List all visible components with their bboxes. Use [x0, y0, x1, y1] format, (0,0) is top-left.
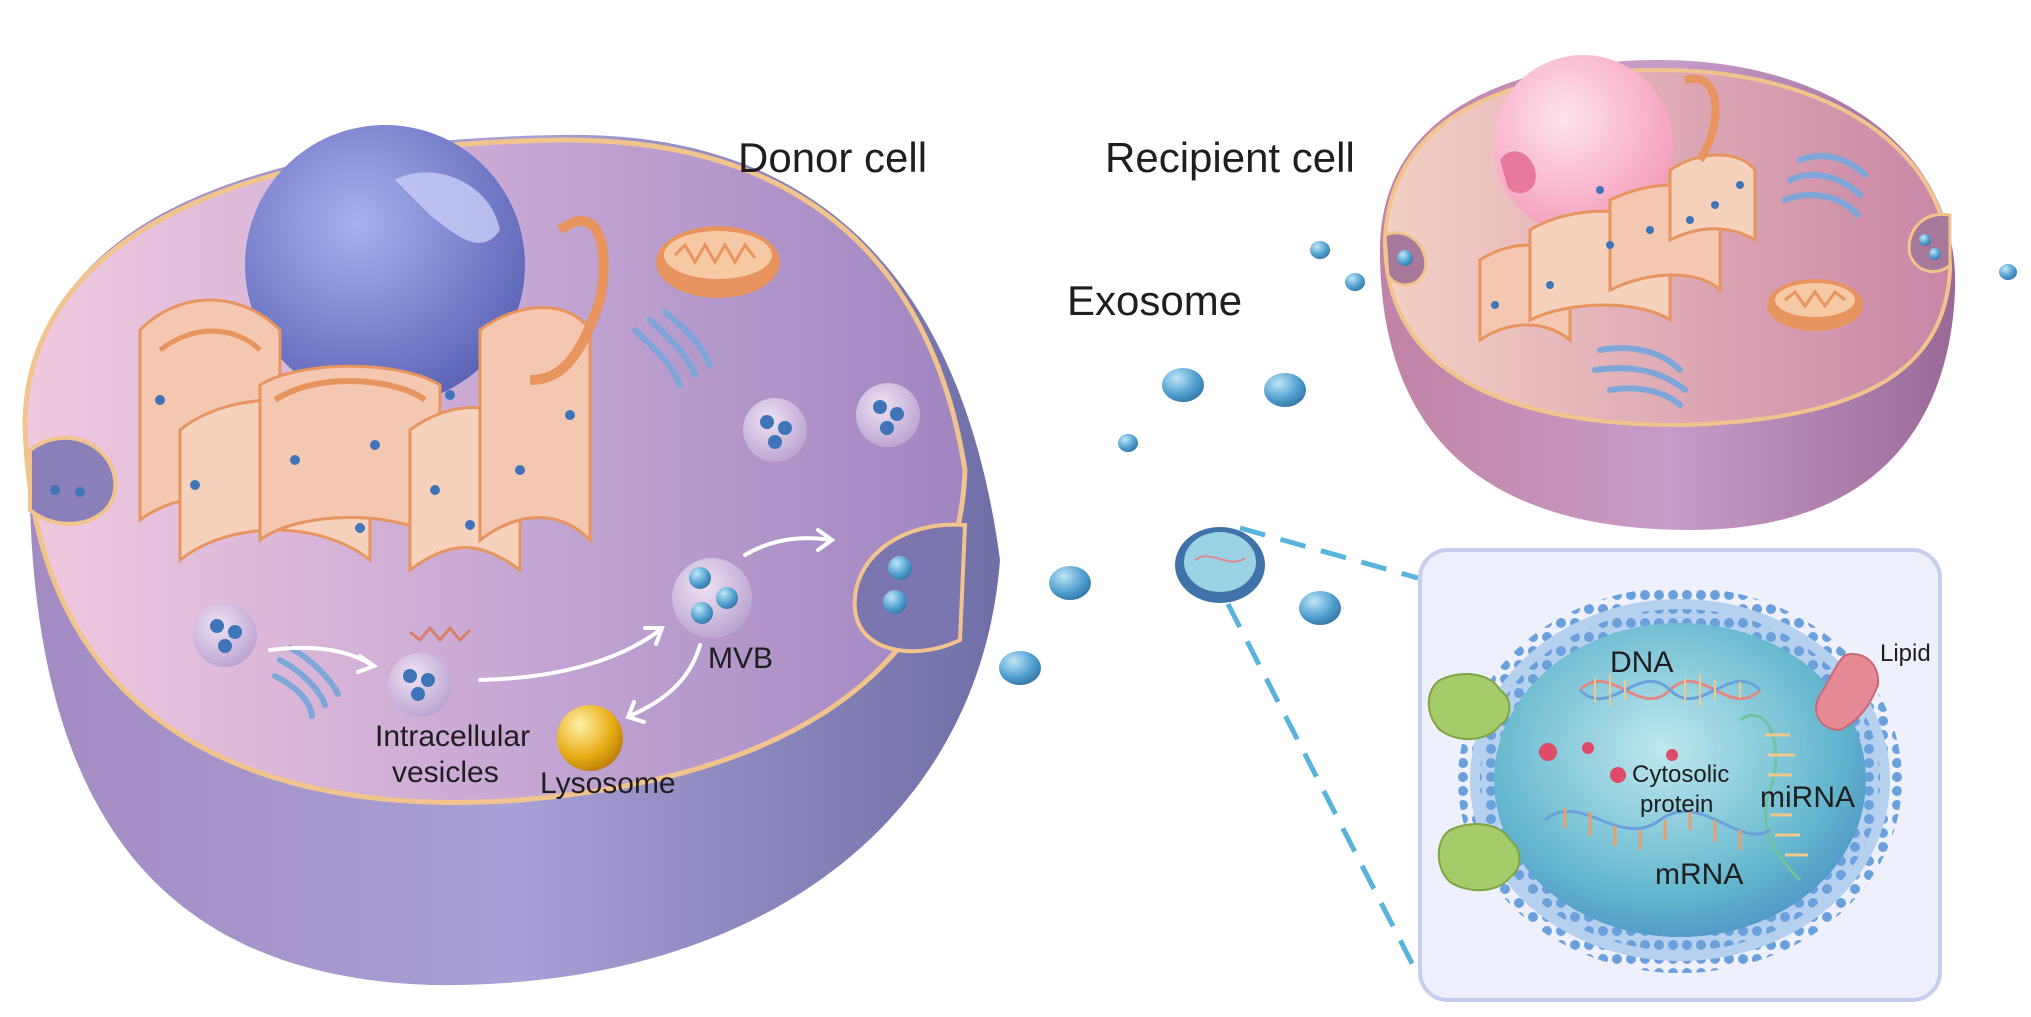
membrane-receptor-top — [1427, 673, 1511, 741]
early-endosome-top-1 — [743, 398, 807, 462]
lysosome-label: Lysosome — [540, 767, 676, 800]
early-endosome-left — [193, 603, 257, 667]
mrna-label: mRNA — [1655, 858, 1743, 891]
exosome-lumen — [1494, 623, 1866, 937]
mirna-strand — [1739, 713, 1808, 882]
mirna-label: miRNA — [1760, 781, 1855, 814]
mvb-label: MVB — [708, 642, 773, 675]
lipid-label: Lipid — [1880, 640, 1931, 667]
recipient-er-stack-bottom — [1592, 345, 1688, 408]
golgi-apparatus — [138, 216, 609, 573]
membrane-pit-left — [28, 435, 118, 526]
donor-cell-label: Donor cell — [738, 134, 927, 181]
er-stack-top — [632, 309, 713, 388]
released-exosomes — [999, 241, 2017, 685]
membrane-receptor-bottom — [1437, 823, 1521, 892]
dna-helix — [1578, 674, 1762, 706]
highlighted-exosome — [1175, 527, 1265, 603]
recipient-cell — [1380, 55, 1956, 530]
er-stack-bottom — [272, 645, 341, 719]
zoom-connector-lines — [1225, 525, 1421, 977]
cytosolic-protein-label-line1: Cytosolic — [1632, 761, 1729, 788]
intracellular-vesicles-label-line2: vesicles — [392, 756, 499, 789]
cytosolic-protein-label-line2: protein — [1640, 791, 1713, 818]
recipient-mitochondrion — [1767, 279, 1863, 331]
donor-cell — [22, 125, 1000, 986]
rna-fragment — [409, 625, 472, 643]
recipient-cell-label: Recipient cell — [1105, 134, 1355, 181]
recipient-golgi — [1478, 74, 1757, 344]
exosome-detail-inset — [1418, 548, 1942, 1002]
intracellular-vesicle — [388, 653, 452, 717]
trafficking-arrows — [268, 528, 836, 724]
cytosolic-proteins — [1539, 742, 1678, 783]
intracellular-vesicles-label-line1: Intracellular — [375, 720, 530, 753]
mrna-strand — [1544, 808, 1771, 850]
recipient-er-stack-top — [1782, 153, 1868, 218]
dna-label: DNA — [1610, 646, 1673, 679]
exosome-label: Exosome — [1067, 277, 1242, 324]
lysosome — [557, 705, 623, 771]
mvb — [672, 558, 752, 638]
recipient-nucleus — [1493, 55, 1673, 235]
membrane-pit-right — [852, 522, 968, 654]
mitochondrion — [656, 226, 780, 298]
membrane-lipid — [1815, 653, 1880, 732]
early-endosome-top-2 — [856, 383, 920, 447]
